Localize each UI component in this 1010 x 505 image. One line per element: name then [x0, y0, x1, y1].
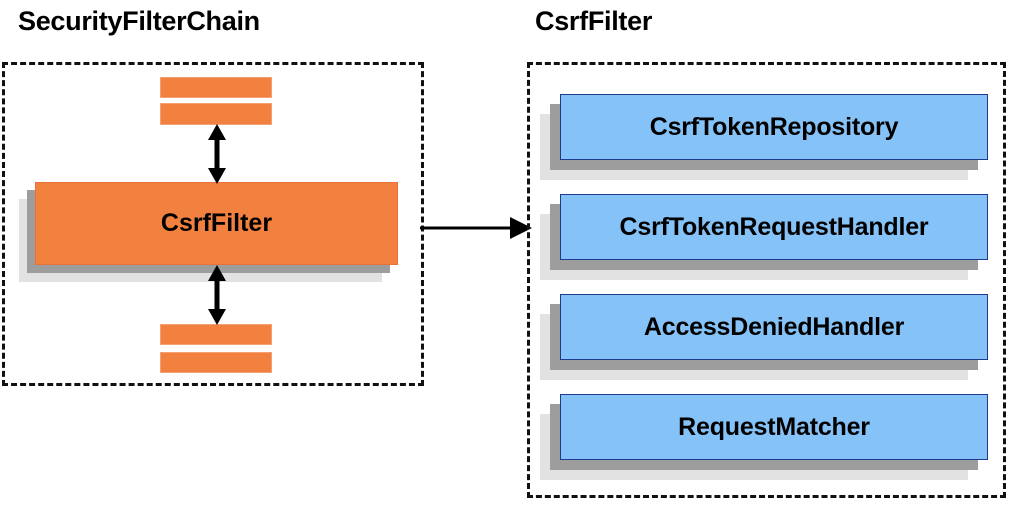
filter-bar-top-2: [160, 103, 272, 125]
filter-bar-top-1: [160, 77, 272, 98]
csrf-token-repository-box[interactable]: CsrfTokenRepository: [560, 94, 988, 160]
connector-arrow-down: [208, 265, 226, 325]
group-box-security-filter-chain: [2, 62, 424, 386]
group-box-csrf-filter: [527, 62, 1006, 498]
csrf-filter-box[interactable]: CsrfFilter: [35, 182, 398, 265]
filter-bar-bottom-1: [160, 324, 272, 345]
access-denied-handler-box[interactable]: AccessDeniedHandler: [560, 294, 988, 360]
group-title-csrf-filter: CsrfFilter: [535, 6, 653, 36]
group-title-security-filter-chain: SecurityFilterChain: [18, 6, 260, 36]
csrf-token-request-handler-box[interactable]: CsrfTokenRequestHandler: [560, 194, 988, 260]
connector-arrow-expand: [420, 217, 532, 239]
request-matcher-box[interactable]: RequestMatcher: [560, 394, 988, 460]
filter-bar-bottom-2: [160, 352, 272, 373]
connector-arrow-up: [208, 124, 226, 184]
